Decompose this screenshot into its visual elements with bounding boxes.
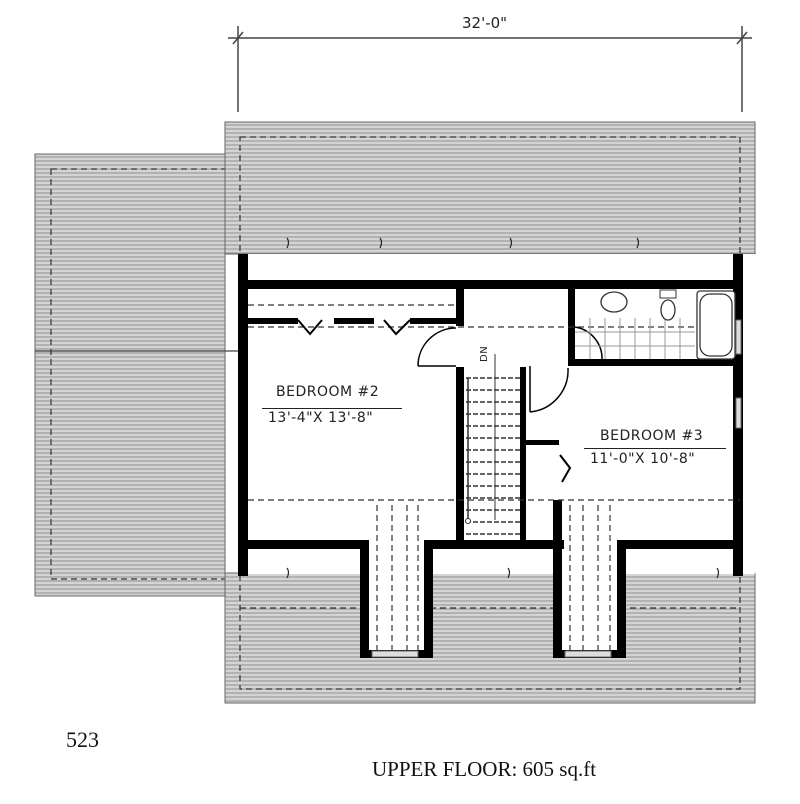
stair-dn-label: DN xyxy=(479,345,490,362)
windows xyxy=(371,319,742,658)
room-label-underline xyxy=(262,408,402,409)
room-size-bedroom-3: 11'-0"X 10'-8" xyxy=(590,451,696,467)
stair xyxy=(465,354,520,535)
floor-caption: UPPER FLOOR: 605 sq.ft xyxy=(372,757,597,781)
room-name-bedroom-3: BEDROOM #3 xyxy=(600,428,704,444)
room-name-bedroom-2: BEDROOM #2 xyxy=(276,384,380,400)
knee-wall-lines xyxy=(248,304,740,650)
door-swings xyxy=(417,326,603,483)
ridge-marks xyxy=(286,237,720,579)
main-roof xyxy=(224,121,756,704)
closet-doors xyxy=(297,319,411,336)
bathtub-icon xyxy=(699,293,733,357)
toilet-icon xyxy=(660,299,676,321)
sink-icon xyxy=(600,291,628,313)
room-size-bedroom-2: 13'-4"X 13'-8" xyxy=(268,410,374,426)
plan-number: 523 xyxy=(66,727,99,752)
dimension-line xyxy=(228,26,752,112)
left-roof-wing xyxy=(34,153,240,597)
bathroom xyxy=(575,289,736,360)
room-label-underline xyxy=(584,448,726,449)
overall-dimension: 32'-0" xyxy=(462,14,508,32)
